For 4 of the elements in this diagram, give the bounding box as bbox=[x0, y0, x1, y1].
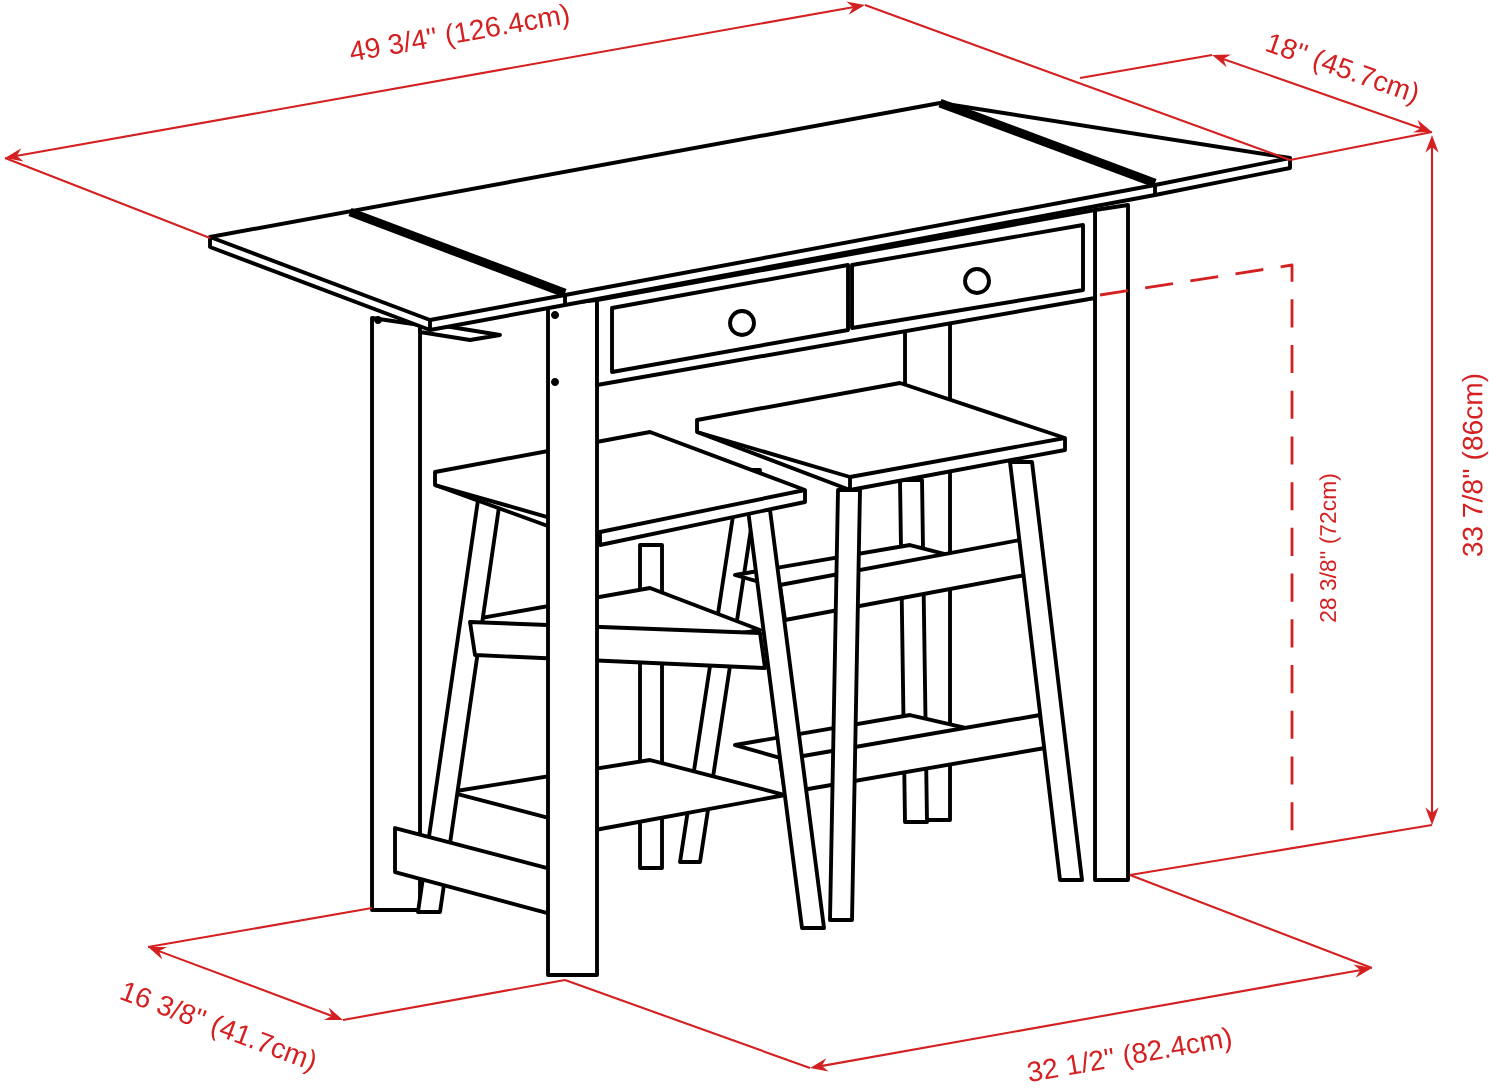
dimension-label: 49 3/4'' (126.4cm) bbox=[350, 3, 569, 60]
dimension-label: 28 3/8'' (72cm) bbox=[1319, 474, 1341, 622]
dimension-label: 33 7/8'' (86cm) bbox=[1461, 374, 1489, 557]
dimension-label: 32 1/2'' (82.4cm) bbox=[1027, 1027, 1231, 1082]
